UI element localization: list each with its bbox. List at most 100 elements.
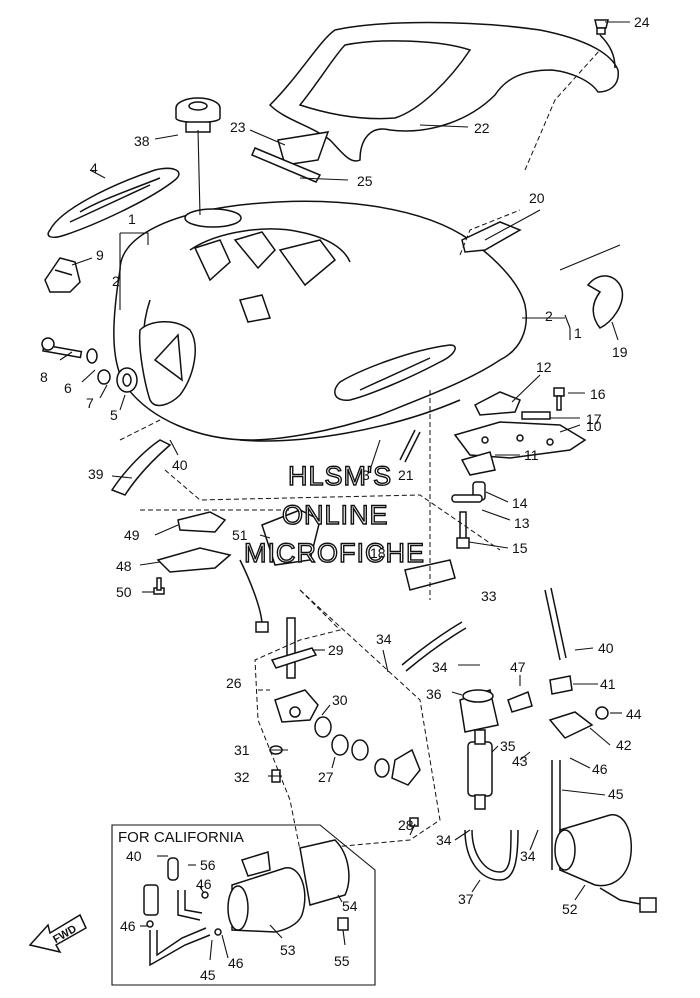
- callout-24: 24: [634, 14, 650, 30]
- watermark: HLSM'S ONLINE MICROFICHE: [243, 460, 424, 568]
- part-50-bolt: [153, 577, 165, 595]
- part-51-sender: [239, 509, 321, 633]
- california-label: FOR CALIFORNIA: [118, 829, 244, 846]
- callout-44: 44: [626, 706, 642, 722]
- callout-33: 33: [481, 588, 497, 604]
- part-6-washer: [86, 348, 98, 364]
- callout-10: 10: [586, 418, 602, 434]
- callout-45a: 45: [608, 786, 624, 802]
- part-22-seat-cover: [268, 21, 619, 162]
- part-13-washer: [451, 494, 483, 503]
- callout-43: 43: [512, 753, 528, 769]
- callout-38: 38: [134, 133, 150, 149]
- part-23-part-25-strip: [251, 131, 330, 183]
- part-17-washer: [521, 411, 551, 420]
- callout-46d: 46: [228, 955, 244, 971]
- callout-36: 36: [426, 686, 442, 702]
- part-29-gasket: [270, 647, 318, 669]
- part-33-hose: [401, 587, 567, 672]
- callout-5: 5: [110, 407, 118, 423]
- callout-20: 20: [529, 190, 545, 206]
- part-19-damper: [586, 275, 624, 329]
- callout-16: 16: [590, 386, 606, 402]
- callout-11: 11: [524, 447, 539, 463]
- callout-39: 39: [88, 466, 104, 482]
- callout-19: 19: [612, 344, 628, 360]
- part-49-bracket: [177, 511, 227, 533]
- part-8-bolt: [41, 337, 83, 359]
- callout-18: 18: [370, 545, 386, 561]
- part-55-bolt: [337, 917, 349, 931]
- part-16-bolt: [553, 387, 565, 411]
- callout-27: 27: [318, 769, 334, 785]
- part-7-collar: [97, 369, 111, 385]
- callout-42: 42: [616, 737, 632, 753]
- callout-30: 30: [332, 692, 348, 708]
- callout-17: 17: [586, 411, 602, 427]
- part-4-emblem: [47, 167, 180, 238]
- part-36-filter: [459, 689, 499, 733]
- callout-12: 12: [536, 359, 552, 375]
- callout-28: 28: [398, 817, 414, 833]
- callout-34b: 34: [432, 659, 448, 675]
- california-box: [111, 824, 376, 986]
- callout-55: 55: [334, 953, 350, 969]
- callout-29: 29: [328, 642, 344, 658]
- part-5-damper: [116, 367, 138, 393]
- part-53-canister: [227, 851, 306, 933]
- callout-22: 22: [474, 120, 490, 136]
- callout-56: 56: [200, 857, 216, 873]
- callout-54: 54: [342, 898, 358, 914]
- callout-52: 52: [562, 901, 578, 917]
- part-47-fitting: [507, 690, 533, 713]
- part-45-hose-cal: [149, 890, 211, 967]
- part-petcock-lever: [351, 739, 421, 786]
- part-9-clamp: [44, 257, 81, 293]
- callout-14: 14: [512, 495, 528, 511]
- callout-47: 47: [510, 659, 526, 675]
- callout-8: 8: [40, 369, 48, 385]
- callout-9: 9: [96, 247, 104, 263]
- callout-46b: 46: [196, 876, 212, 892]
- fwd-arrow: FWD: [28, 913, 87, 954]
- part-27-oring: [331, 734, 349, 756]
- callout-4: 4: [90, 160, 98, 176]
- part-37-hose: [464, 829, 519, 881]
- callout-51: 51: [232, 527, 248, 543]
- callout-35: 35: [500, 738, 516, 754]
- part-56-hose: [167, 857, 179, 881]
- watermark-line-2: ONLINE: [282, 500, 389, 530]
- callout-34c: 34: [436, 832, 452, 848]
- part-41-joint: [549, 675, 573, 695]
- part-12-bracket: [473, 391, 521, 416]
- callout-2a: 2: [112, 273, 120, 289]
- callout-50: 50: [116, 584, 132, 600]
- part-54-bracket: [299, 839, 350, 906]
- callout-41: 41: [600, 676, 616, 692]
- callout-25: 25: [357, 173, 373, 189]
- part-24-screw: [594, 19, 609, 35]
- callout-numbers: 24 22 23 25 38 4 1 20 9 2 2 1 19 8 6 7 5…: [40, 14, 650, 983]
- callout-48: 48: [116, 558, 132, 574]
- callout-23: 23: [230, 119, 246, 135]
- part-46-clip-cal: [143, 884, 222, 936]
- watermark-line-1: HLSM'S: [288, 461, 392, 491]
- part-10-mount-plate: [453, 421, 587, 459]
- part-15-bolt: [456, 511, 470, 549]
- callout-7: 7: [86, 395, 94, 411]
- leader-lines: [59, 21, 630, 901]
- callout-6: 6: [64, 380, 72, 396]
- callout-34d: 34: [520, 848, 536, 864]
- part-44-nut: [595, 706, 609, 720]
- callout-40b: 40: [598, 640, 614, 656]
- part-52-fuel-pump: [554, 814, 657, 913]
- callout-32: 32: [234, 769, 250, 785]
- part-26-petcock: [274, 617, 319, 723]
- callout-1b: 1: [574, 325, 582, 341]
- callout-46a: 46: [592, 761, 608, 777]
- callout-1a: 1: [128, 211, 136, 227]
- callout-46c: 46: [120, 918, 136, 934]
- callout-37: 37: [458, 891, 474, 907]
- callout-34a: 34: [376, 631, 392, 647]
